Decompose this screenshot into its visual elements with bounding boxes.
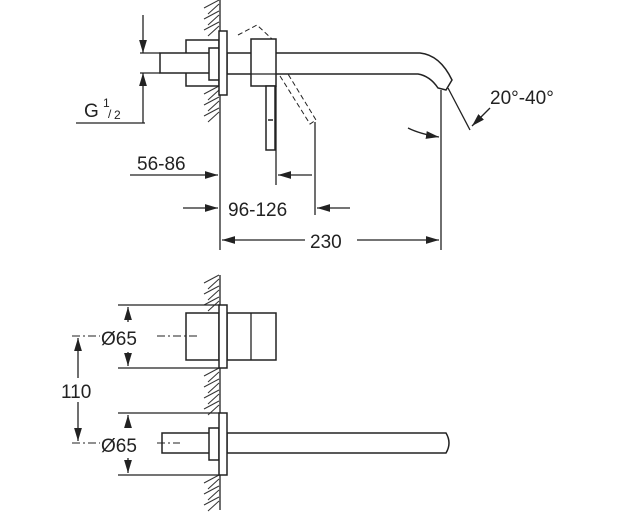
- dim-upper-diameter: Ø65: [101, 329, 137, 350]
- thread-slash: /: [108, 107, 112, 121]
- hatch-mark: [203, 296, 220, 312]
- lever-dashed-handle: [279, 73, 317, 125]
- hatch-mark: [203, 367, 220, 383]
- hatch-mark: [203, 378, 220, 394]
- front-view: Ø65 Ø65 110: [61, 274, 450, 512]
- hatch-mark: [203, 0, 220, 15]
- dim-lever-reach: 96-126: [228, 200, 287, 221]
- lower-flange: [218, 412, 228, 476]
- angle-arc: [407, 127, 440, 139]
- lever-handle: [265, 85, 276, 151]
- hatch-mark: [203, 285, 220, 301]
- upper-flange: [218, 304, 228, 369]
- dim-spout-projection: 230: [310, 232, 342, 253]
- wall-flange: [218, 30, 228, 96]
- thread-den: 2: [114, 108, 121, 122]
- dim-outlet-spacing: 110: [61, 382, 91, 403]
- dim-wall-thickness: 56-86: [137, 154, 186, 175]
- hatch-mark: [203, 96, 220, 112]
- inlet-pipe: [159, 52, 211, 74]
- angle-line: [447, 87, 471, 131]
- dim-spray-angle: 20°-40°: [490, 88, 554, 109]
- hatch-mark: [203, 107, 220, 123]
- lower-spout: [226, 432, 450, 454]
- hatch-mark: [203, 85, 220, 101]
- wall-hatching: [203, 0, 220, 123]
- inner-sleeve: [208, 47, 220, 81]
- lever-alt-position: [237, 24, 273, 40]
- hatch-mark: [203, 485, 220, 501]
- hatch-mark: [203, 496, 220, 512]
- thread-num: 1: [103, 96, 110, 110]
- side-view: G 1 / 2 56-86 96-126 230 20°-40°: [76, 0, 554, 253]
- thread-label: G: [84, 101, 99, 122]
- hatch-mark: [203, 10, 220, 26]
- hatch-mark: [203, 274, 220, 290]
- dim-lower-diameter: Ø65: [101, 436, 137, 457]
- lower-sleeve: [208, 427, 220, 461]
- hatch-mark: [203, 389, 220, 405]
- hatch-mark: [203, 474, 220, 490]
- lever-body: [250, 38, 277, 87]
- hatch-mark: [203, 21, 220, 37]
- spout: [226, 52, 453, 91]
- angle-arrow: [471, 107, 491, 127]
